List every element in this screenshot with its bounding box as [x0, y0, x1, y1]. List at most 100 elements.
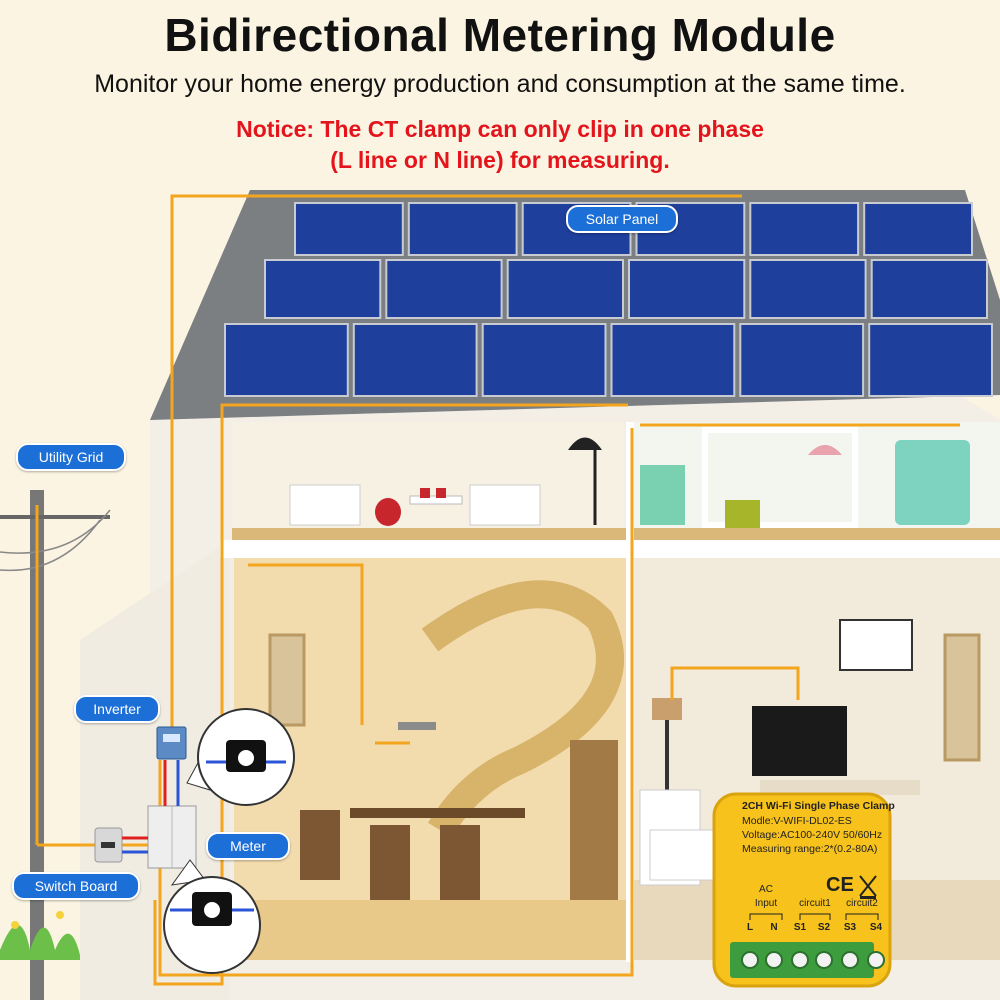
- wire-upper: [153, 403, 628, 986]
- switch-board-slot: [101, 842, 115, 848]
- terminal-label-s4: S4: [869, 922, 883, 933]
- module-model: Modle:V-WIFI-DL02-ES: [742, 815, 852, 827]
- upper-floor: [232, 528, 1000, 540]
- dining-chair-2: [370, 825, 410, 900]
- window-right: [943, 633, 981, 762]
- solar-panel-label: Solar Panel: [566, 205, 678, 233]
- cup-red-2: [436, 488, 446, 498]
- spiral-staircase: [421, 580, 624, 838]
- solar-panel-cell: [224, 323, 349, 397]
- module-shell: [712, 792, 892, 988]
- inverter-label: Inverter: [74, 695, 160, 723]
- floor-slab: [220, 540, 1000, 558]
- sofa-lower: [649, 829, 721, 881]
- solar-panel-cell: [870, 259, 989, 319]
- terminal-screw: [791, 951, 809, 969]
- solar-panel-cell: [868, 323, 994, 397]
- toy-block: [725, 500, 760, 528]
- toy-cabinet: [895, 440, 970, 525]
- bracket-circuit2: [845, 913, 879, 920]
- metering-module: 2CH Wi-Fi Single Phase Clamp Modle:V-WIF…: [712, 792, 895, 988]
- notice-line-2: (L line or N line) for measuring.: [330, 147, 670, 173]
- tv: [752, 706, 847, 776]
- crib: [702, 427, 858, 528]
- terminal-label-s1: S1: [793, 922, 807, 933]
- terminal-screw: [841, 951, 859, 969]
- module-body: [712, 792, 892, 988]
- terminal-label-s2: S2: [817, 922, 831, 933]
- terminal-screw: [765, 951, 783, 969]
- dining-chair-1: [300, 810, 340, 880]
- kids-shelf: [640, 465, 685, 525]
- solar-panel-cell: [739, 323, 865, 397]
- solar-panel-cell: [294, 202, 404, 256]
- terminal-screws: [741, 951, 885, 969]
- switch-board-label: Switch Board: [12, 872, 140, 900]
- solar-panel-cell: [385, 259, 503, 319]
- ac-label: AC: [759, 884, 773, 895]
- terminal-screw: [867, 951, 885, 969]
- solar-panel-cell: [352, 323, 478, 397]
- lamp-stand: [665, 720, 669, 800]
- input-label: Input: [754, 898, 778, 909]
- wire-inverter-to-solar: [170, 194, 742, 745]
- circuit1-label: circuit1: [799, 898, 831, 909]
- module-range: Measuring range:2*(0.2-80A): [742, 843, 878, 855]
- module-voltage: Voltage:AC100-240V 50/60Hz: [742, 829, 883, 841]
- solar-panel-cell: [481, 323, 607, 397]
- weee-bar: [860, 896, 876, 899]
- vase: [375, 498, 401, 526]
- solar-panel-cell: [506, 259, 625, 319]
- terminal-label-l: L: [746, 922, 754, 933]
- wire-lower-right: [670, 666, 800, 700]
- cup-red: [420, 488, 430, 498]
- terminal-label-n: N: [770, 922, 778, 933]
- window-left: [268, 633, 306, 727]
- tv-cabinet: [760, 780, 920, 795]
- lower-floor-left: [234, 900, 626, 960]
- solar-panel-cell: [749, 259, 867, 319]
- stair-post: [570, 740, 618, 900]
- sofa-upper: [289, 484, 361, 526]
- flower-2: [56, 911, 64, 919]
- divider-wall: [626, 422, 634, 962]
- meter-label: Meter: [206, 832, 290, 860]
- flower-1: [11, 921, 19, 929]
- floor-lamp-shade: [568, 437, 602, 450]
- bracket-ac: [749, 913, 783, 920]
- bracket-circuit1: [799, 913, 831, 920]
- pole-crossbar: [0, 515, 110, 519]
- dining-table: [350, 808, 525, 818]
- solar-panel-cell: [407, 202, 518, 256]
- grass: [0, 925, 80, 960]
- terminal-label-s3: S3: [843, 922, 857, 933]
- page-title: Bidirectional Metering Module: [164, 9, 836, 61]
- power-line-1: [0, 509, 111, 554]
- solar-panel-cell: [610, 323, 736, 397]
- page-subtitle: Monitor your home energy production and …: [94, 70, 906, 98]
- ce-mark: CE: [826, 874, 854, 896]
- solar-panel-cell: [264, 259, 382, 319]
- inverter-display: [163, 734, 180, 742]
- terminal-screw: [741, 951, 759, 969]
- pendant-lamp: [808, 445, 842, 455]
- chair-upper: [469, 484, 541, 526]
- module-title: 2CH Wi-Fi Single Phase Clamp: [742, 800, 895, 812]
- circuit2-label: circuit2: [846, 898, 878, 909]
- solar-panel-cell: [628, 259, 746, 319]
- wire-lower-left: [248, 563, 364, 725]
- notice-text: Notice: The CT clamp can only clip in on…: [0, 114, 1000, 176]
- hanging-light: [398, 722, 436, 730]
- terminal-screw: [815, 951, 833, 969]
- wall-art: [839, 619, 913, 671]
- power-line-2: [0, 519, 101, 572]
- solar-panel-cell: [863, 202, 974, 256]
- weee-icon: [859, 875, 877, 897]
- inverter-box: [156, 726, 187, 760]
- utility-grid-label: Utility Grid: [16, 443, 126, 471]
- lamp-shade: [652, 698, 682, 720]
- notice-line-1: Notice: The CT clamp can only clip in on…: [236, 116, 764, 142]
- dining-chair-3: [440, 825, 480, 900]
- ct-clamp-hole-1: [238, 750, 254, 766]
